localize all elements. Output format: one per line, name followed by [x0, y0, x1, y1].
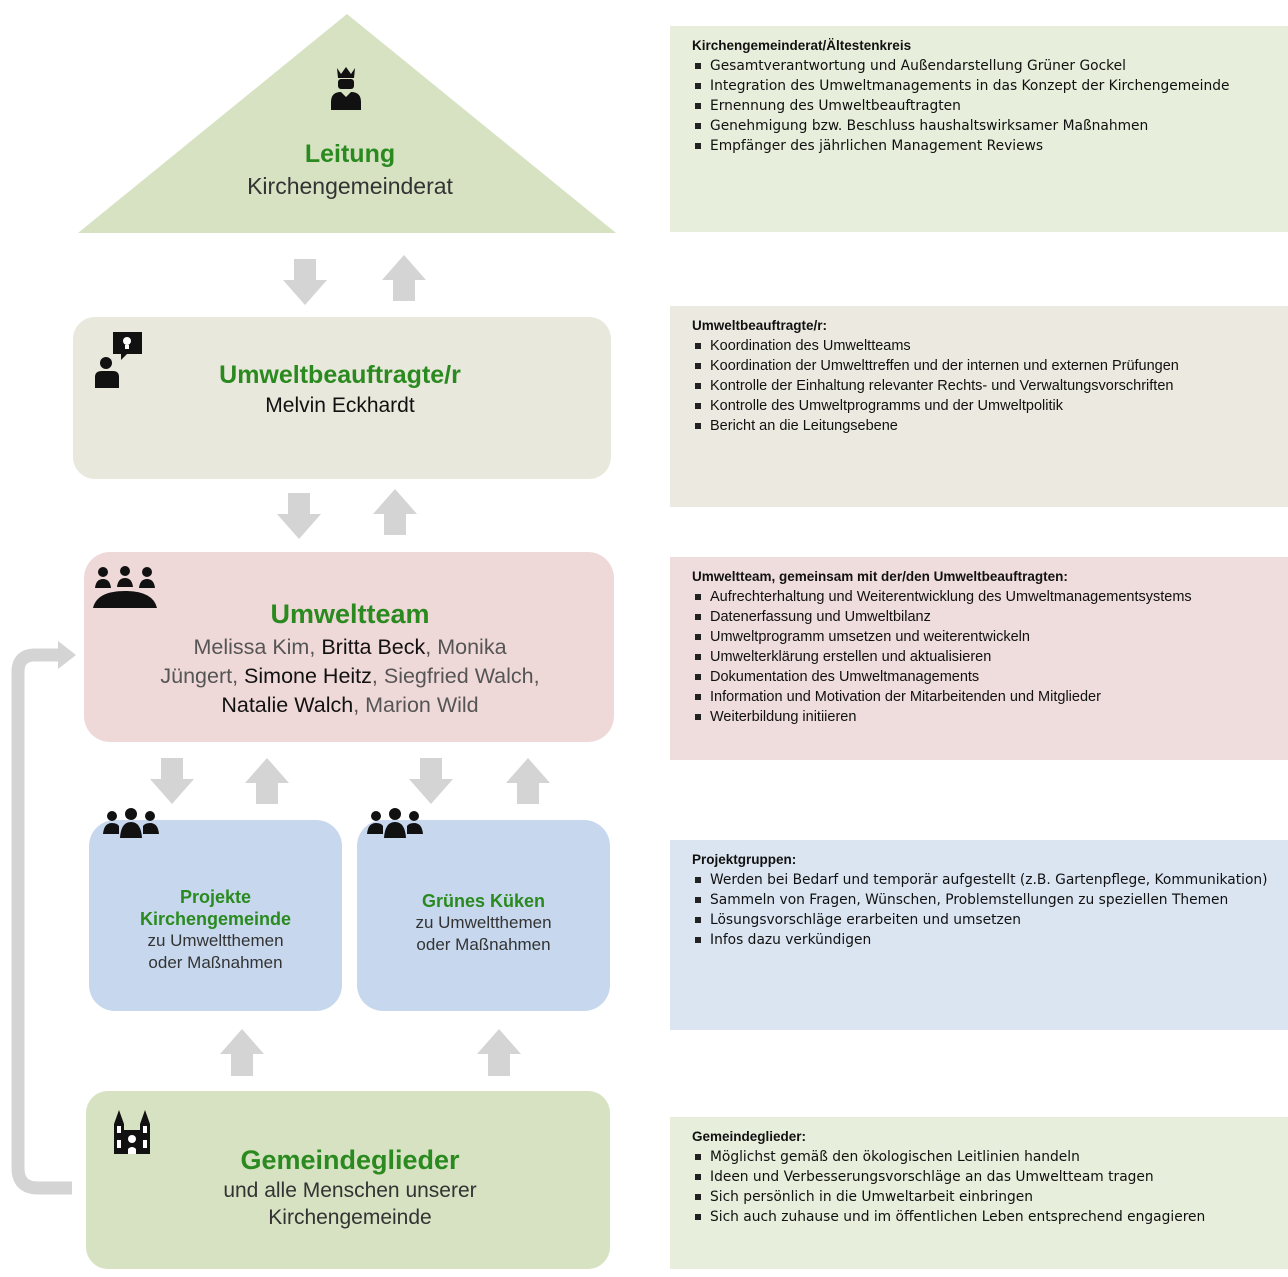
arrow-up-projekte — [245, 758, 289, 804]
team-member-name: Marion Wild — [365, 693, 479, 717]
kueken-subtitle-line2: oder Maßnahmen — [416, 935, 551, 954]
bullet-item: Weiterbildung initiieren — [692, 707, 1276, 727]
panel-leitung: Kirchengemeinderat/Ältestenkreis Gesamtv… — [670, 26, 1288, 232]
panel-umweltbeauftragte-heading: Umweltbeauftragte/r: — [692, 318, 828, 333]
panel-leitung-heading: Kirchengemeinderat/Ältestenkreis — [692, 38, 912, 53]
projekte-title-line1: Projekte — [179, 887, 252, 907]
gemeinde-subtitle-line1: und alle Menschen unserer — [223, 1179, 477, 1202]
projekte-node: Projekte Kirchengemeinde zu Umweltthemen… — [94, 886, 337, 974]
umweltteam-members: Melissa Kim, Britta Beck, Monika Jüngert… — [160, 633, 540, 720]
leitung-triangle — [78, 14, 616, 233]
team-member-separator: , — [353, 693, 366, 717]
arrow-down-kueken — [409, 758, 453, 804]
bullet-item: Dokumentation des Umweltmanagements — [692, 667, 1276, 687]
king-icon — [329, 66, 363, 110]
gemeinde-title: Gemeindeglieder — [240, 1145, 460, 1175]
team-member-separator: , — [232, 664, 245, 688]
projekte-subtitle-line2: oder Maßnahmen — [148, 953, 283, 972]
projekte-box — [89, 820, 342, 1011]
arrow-down-leitung — [283, 259, 327, 305]
panel-projektgruppen: Projektgruppen: Werden bei Bedarf und te… — [670, 840, 1288, 1030]
panel-leitung-list: Gesamtverantwortung und Außendarstellung… — [692, 56, 1276, 156]
team-member-separator: , — [309, 635, 322, 659]
bullet-item: Sich auch zuhause und im öffentlichen Le… — [692, 1207, 1276, 1227]
bullet-item: Empfänger des jährlichen Management Revi… — [692, 136, 1276, 156]
panel-umweltbeauftragte: Umweltbeauftragte/r: Koordination des Um… — [670, 306, 1288, 507]
arrow-up-gemeinde-projekte — [220, 1029, 264, 1076]
leitung-node: Leitung Kirchengemeinderat — [200, 138, 500, 202]
bullet-item: Datenerfassung und Umweltbilanz — [692, 607, 1276, 627]
arrow-down-projekte — [150, 758, 194, 804]
kueken-box — [357, 820, 610, 1011]
umweltteam-node: Umweltteam Melissa Kim, Britta Beck, Mon… — [160, 598, 540, 720]
bullet-item: Infos dazu verkündigen — [692, 930, 1276, 950]
arrow-down-beauftragte — [277, 493, 321, 539]
team-member-name: Simone Heitz — [244, 664, 372, 688]
arrow-up-beauftragte — [373, 489, 417, 535]
bullet-item: Kontrolle des Umweltprogramms und der Um… — [692, 396, 1276, 416]
arrow-up-leitung — [382, 255, 426, 301]
panel-umweltteam-heading: Umweltteam, gemeinsam mit der/den Umwelt… — [692, 569, 1068, 584]
kueken-title: Grünes Küken — [421, 891, 546, 911]
feedback-loop-arrow — [11, 648, 72, 1195]
bullet-item: Kontrolle der Einhaltung relevanter Rech… — [692, 376, 1276, 396]
team-member-separator: , — [371, 664, 384, 688]
umweltteam-box — [84, 552, 614, 742]
kueken-subtitle-line1: zu Umweltthemen — [415, 913, 552, 932]
group-icon — [103, 808, 159, 838]
church-icon — [112, 1108, 152, 1154]
leitung-subtitle: Kirchengemeinderat — [247, 173, 453, 199]
bullet-item: Information und Motivation der Mitarbeit… — [692, 687, 1276, 707]
bullet-item: Genehmigung bzw. Beschluss haushaltswirk… — [692, 116, 1276, 136]
projekte-title-line2: Kirchengemeinde — [139, 909, 292, 929]
panel-projektgruppen-heading: Projektgruppen: — [692, 852, 797, 867]
bullet-item: Werden bei Bedarf und temporär aufgestel… — [692, 870, 1276, 890]
bullet-item: Umweltprogramm umsetzen und weiterentwic… — [692, 627, 1276, 647]
gemeinde-subtitle-line2: Kirchengemeinde — [268, 1206, 432, 1229]
bullet-item: Gesamtverantwortung und Außendarstellung… — [692, 56, 1276, 76]
team-member-name: Monika Jüngert — [160, 635, 507, 688]
kueken-node: Grünes Küken zu Umweltthemen oder Maßnah… — [362, 890, 605, 956]
team-member-separator: , — [533, 664, 540, 688]
group-icon — [367, 808, 423, 838]
projekte-subtitle-line1: zu Umweltthemen — [147, 931, 284, 950]
bullet-item: Lösungsvorschläge erarbeiten und umsetze… — [692, 910, 1276, 930]
panel-umweltteam: Umweltteam, gemeinsam mit der/den Umwelt… — [670, 557, 1288, 760]
bullet-item: Koordination der Umwelttreffen und der i… — [692, 356, 1276, 376]
bullet-item: Bericht an die Leitungsebene — [692, 416, 1276, 436]
umweltbeauftragte-title: Umweltbeauftragte/r — [219, 361, 461, 389]
panel-umweltteam-list: Aufrechterhaltung und Weiterentwicklung … — [692, 587, 1276, 727]
panel-gemeindeglieder-list: Möglichst gemäß den ökologischen Leitlin… — [692, 1147, 1276, 1227]
bullet-item: Koordination des Umweltteams — [692, 336, 1276, 356]
team-member-separator: , — [425, 635, 438, 659]
team-member-name: Siegfried Walch — [383, 664, 534, 688]
bullet-item: Sammeln von Fragen, Wünschen, Problemste… — [692, 890, 1276, 910]
presenter-idea-icon — [95, 330, 145, 388]
umweltteam-title: Umweltteam — [270, 599, 430, 629]
bullet-item: Integration des Umweltmanagements in das… — [692, 76, 1276, 96]
team-member-name: Britta Beck — [321, 635, 426, 659]
umweltbeauftragte-node: Umweltbeauftragte/r Melvin Eckhardt — [150, 359, 530, 421]
bullet-item: Sich persönlich in die Umweltarbeit einb… — [692, 1187, 1276, 1207]
gemeinde-node: Gemeindeglieder und alle Menschen unsere… — [160, 1143, 540, 1231]
bullet-item: Aufrechterhaltung und Weiterentwicklung … — [692, 587, 1276, 607]
team-member-name: Natalie Walch — [221, 693, 354, 717]
umweltbeauftragte-subtitle: Melvin Eckhardt — [265, 394, 415, 417]
panel-projektgruppen-list: Werden bei Bedarf und temporär aufgestel… — [692, 870, 1276, 950]
leitung-title: Leitung — [304, 140, 396, 168]
arrow-up-gemeinde-kueken — [477, 1029, 521, 1076]
bullet-item: Umwelterklärung erstellen und aktualisie… — [692, 647, 1276, 667]
panel-gemeindeglieder: Gemeindeglieder: Möglichst gemäß den öko… — [670, 1117, 1288, 1269]
umweltbeauftragte-box — [73, 317, 611, 479]
team-member-name: Melissa Kim — [193, 635, 310, 659]
arrow-up-kueken — [506, 758, 550, 804]
panel-gemeindeglieder-heading: Gemeindeglieder: — [692, 1129, 807, 1144]
bullet-item: Ernennung des Umweltbeauftragten — [692, 96, 1276, 116]
bullet-item: Ideen und Verbesserungsvorschläge an das… — [692, 1167, 1276, 1187]
team-table-icon — [93, 566, 157, 608]
bullet-item: Möglichst gemäß den ökologischen Leitlin… — [692, 1147, 1276, 1167]
gemeinde-box — [86, 1091, 610, 1269]
